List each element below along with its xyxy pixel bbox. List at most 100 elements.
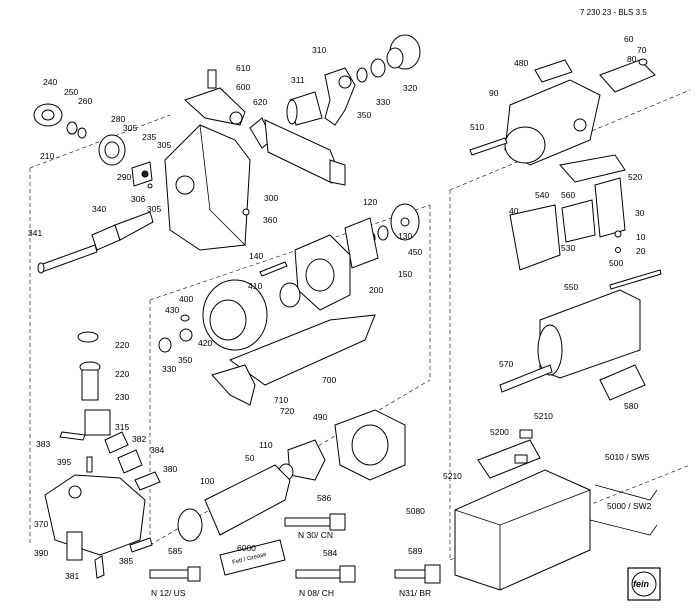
label-350b: 350 <box>178 355 193 365</box>
cover-520 <box>559 154 626 183</box>
label-300: 300 <box>264 193 279 203</box>
side-handle-620 <box>249 117 346 186</box>
label-240: 240 <box>43 77 58 87</box>
label-310: 310 <box>312 45 327 55</box>
label-620: 620 <box>253 97 268 107</box>
stator-490 <box>334 409 406 481</box>
label-700: 700 <box>322 375 337 385</box>
label-520: 520 <box>628 172 643 182</box>
label-220a: 220 <box>115 340 130 350</box>
label-5010: 5010 / SW5 <box>605 452 650 462</box>
label-589: 589 <box>408 546 423 556</box>
gear-housing-300 <box>164 124 251 251</box>
cable-plug-580 <box>599 364 646 401</box>
label-382: 382 <box>132 434 147 444</box>
label-586: 586 <box>317 493 332 503</box>
label-230: 230 <box>115 392 130 402</box>
label-235: 235 <box>142 132 157 142</box>
screw-400 <box>180 314 190 322</box>
plug-584 <box>295 565 356 583</box>
handle-310 <box>286 67 356 126</box>
label-10: 10 <box>636 232 646 242</box>
holder-370 <box>44 474 146 556</box>
bearing-330-top <box>370 58 386 78</box>
clip-510 <box>469 137 508 156</box>
label-6000: 6000 <box>237 543 256 553</box>
label-90: 90 <box>489 88 499 98</box>
label-100: 100 <box>200 476 215 486</box>
label-584: 584 <box>323 548 338 558</box>
screw-383 <box>59 431 86 441</box>
guide-700 <box>228 314 376 386</box>
label-60: 60 <box>624 34 634 44</box>
label-140: 140 <box>249 251 264 261</box>
label-400: 400 <box>179 294 194 304</box>
label-420: 420 <box>198 338 213 348</box>
label-305a: 305 <box>123 123 138 133</box>
label-5210a: 5210 <box>534 411 553 421</box>
plug-589 <box>394 564 441 584</box>
screw-341 <box>37 244 98 274</box>
fein-logo: fein <box>633 579 650 589</box>
label-80: 80 <box>627 54 637 64</box>
part-380 <box>134 471 161 491</box>
label-384: 384 <box>150 445 165 455</box>
label-580: 580 <box>624 401 639 411</box>
cable-570 <box>499 364 553 393</box>
label-311: 311 <box>291 75 305 85</box>
clutch-320 <box>386 34 421 70</box>
pinion-290 <box>131 161 153 187</box>
label-70: 70 <box>637 45 647 55</box>
screw-381 <box>94 555 105 579</box>
label-360: 360 <box>263 215 278 225</box>
label-530: 530 <box>561 243 576 253</box>
ring-350-top <box>356 67 368 83</box>
label-540: 540 <box>535 190 550 200</box>
label-250: 250 <box>64 87 79 97</box>
label-410: 410 <box>248 281 263 291</box>
caption-n08: N 08/ CH <box>299 588 334 598</box>
label-610: 610 <box>236 63 251 73</box>
screw-10 <box>614 230 622 238</box>
label-50: 50 <box>245 453 255 463</box>
part-30 <box>594 177 626 238</box>
sleeve-230 <box>81 369 99 401</box>
label-350a: 350 <box>357 110 372 120</box>
pin-395 <box>86 456 93 473</box>
label-305c: 305 <box>147 204 162 214</box>
model-number: 7 230 23 - BLS 3.5 <box>580 8 647 17</box>
label-130: 130 <box>398 231 413 241</box>
label-340: 340 <box>92 204 107 214</box>
label-550: 550 <box>564 282 579 292</box>
washer-130 <box>377 225 389 241</box>
washer-350 <box>179 328 193 342</box>
label-280: 280 <box>111 114 126 124</box>
label-380: 380 <box>163 464 178 474</box>
label-390: 390 <box>34 548 49 558</box>
label-5200: 5200 <box>490 427 509 437</box>
label-315: 315 <box>115 422 130 432</box>
label-395: 395 <box>57 457 72 467</box>
plug-585 <box>149 566 201 582</box>
housing-200 <box>294 234 351 311</box>
label-30: 30 <box>635 208 645 218</box>
spring-390 <box>66 531 83 561</box>
spindle-nut-240 <box>33 103 63 127</box>
label-710: 710 <box>274 395 289 405</box>
bearing-flange-400 <box>202 279 268 351</box>
pin-385 <box>129 537 153 553</box>
label-200: 200 <box>369 285 384 295</box>
switch-540 <box>561 199 596 243</box>
screw-20 <box>615 247 621 253</box>
screw-500 <box>609 269 662 290</box>
label-480: 480 <box>514 58 529 68</box>
part-382 <box>104 431 129 454</box>
caption-n12: N 12/ US <box>151 588 186 598</box>
shoe-710 <box>211 364 256 406</box>
grease-tube-6000 <box>219 539 286 576</box>
capacitor-40 <box>509 204 561 271</box>
part-384 <box>117 449 143 474</box>
armature-100 <box>177 464 291 542</box>
ring-220a <box>77 331 99 343</box>
